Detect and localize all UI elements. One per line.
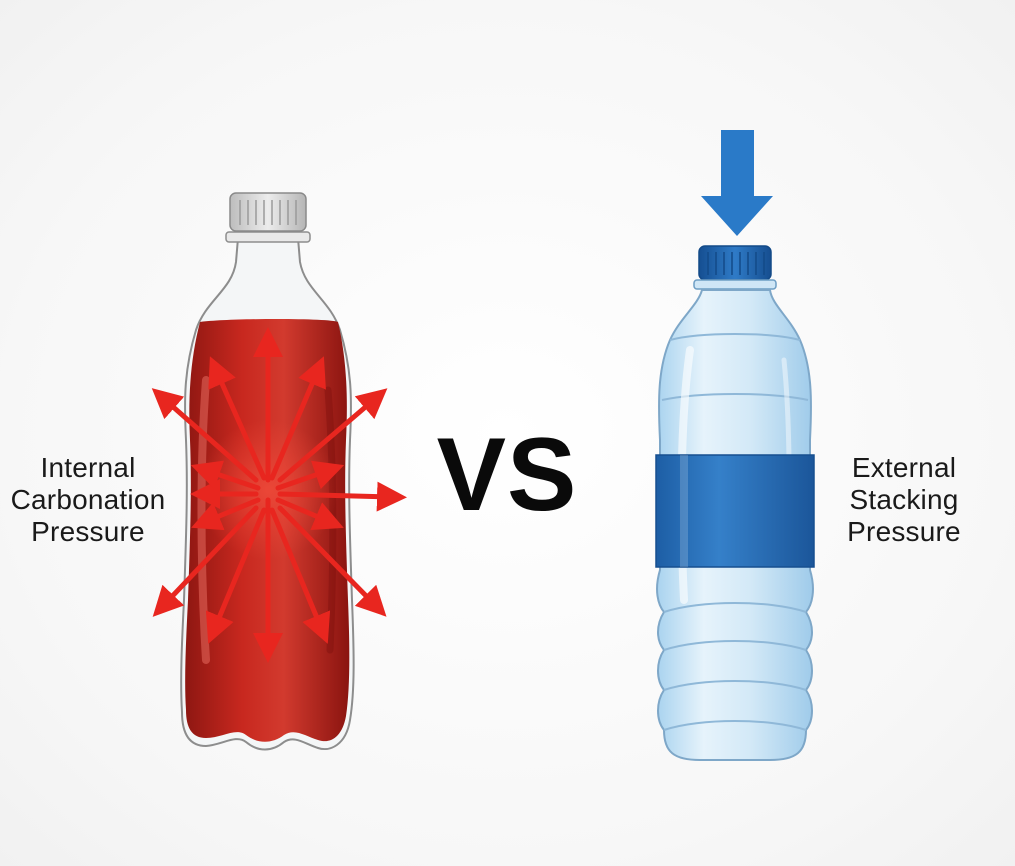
arrow-up-right	[277, 388, 388, 483]
internal-pressure-label: Internal Carbonation Pressure	[2, 452, 174, 548]
down-arrow-icon	[701, 130, 773, 236]
water-cap	[698, 245, 772, 281]
arrow-down-right	[277, 505, 387, 617]
label-line: Stacking	[849, 484, 959, 515]
label-line: Internal	[40, 452, 136, 483]
vs-divider: VS	[436, 417, 578, 533]
outward-pressure-arrows	[151, 327, 407, 663]
label-line: Pressure	[847, 516, 961, 547]
water-label-band	[655, 454, 815, 568]
arrow-up-left	[151, 388, 259, 483]
external-pressure-label: External Stacking Pressure	[828, 452, 980, 548]
arrow-right	[277, 481, 407, 512]
arrow-down-left	[152, 505, 259, 617]
label-line: Pressure	[31, 516, 145, 547]
label-line: External	[851, 452, 957, 483]
label-line: Carbonation	[10, 484, 166, 515]
soda-cap	[229, 192, 307, 232]
